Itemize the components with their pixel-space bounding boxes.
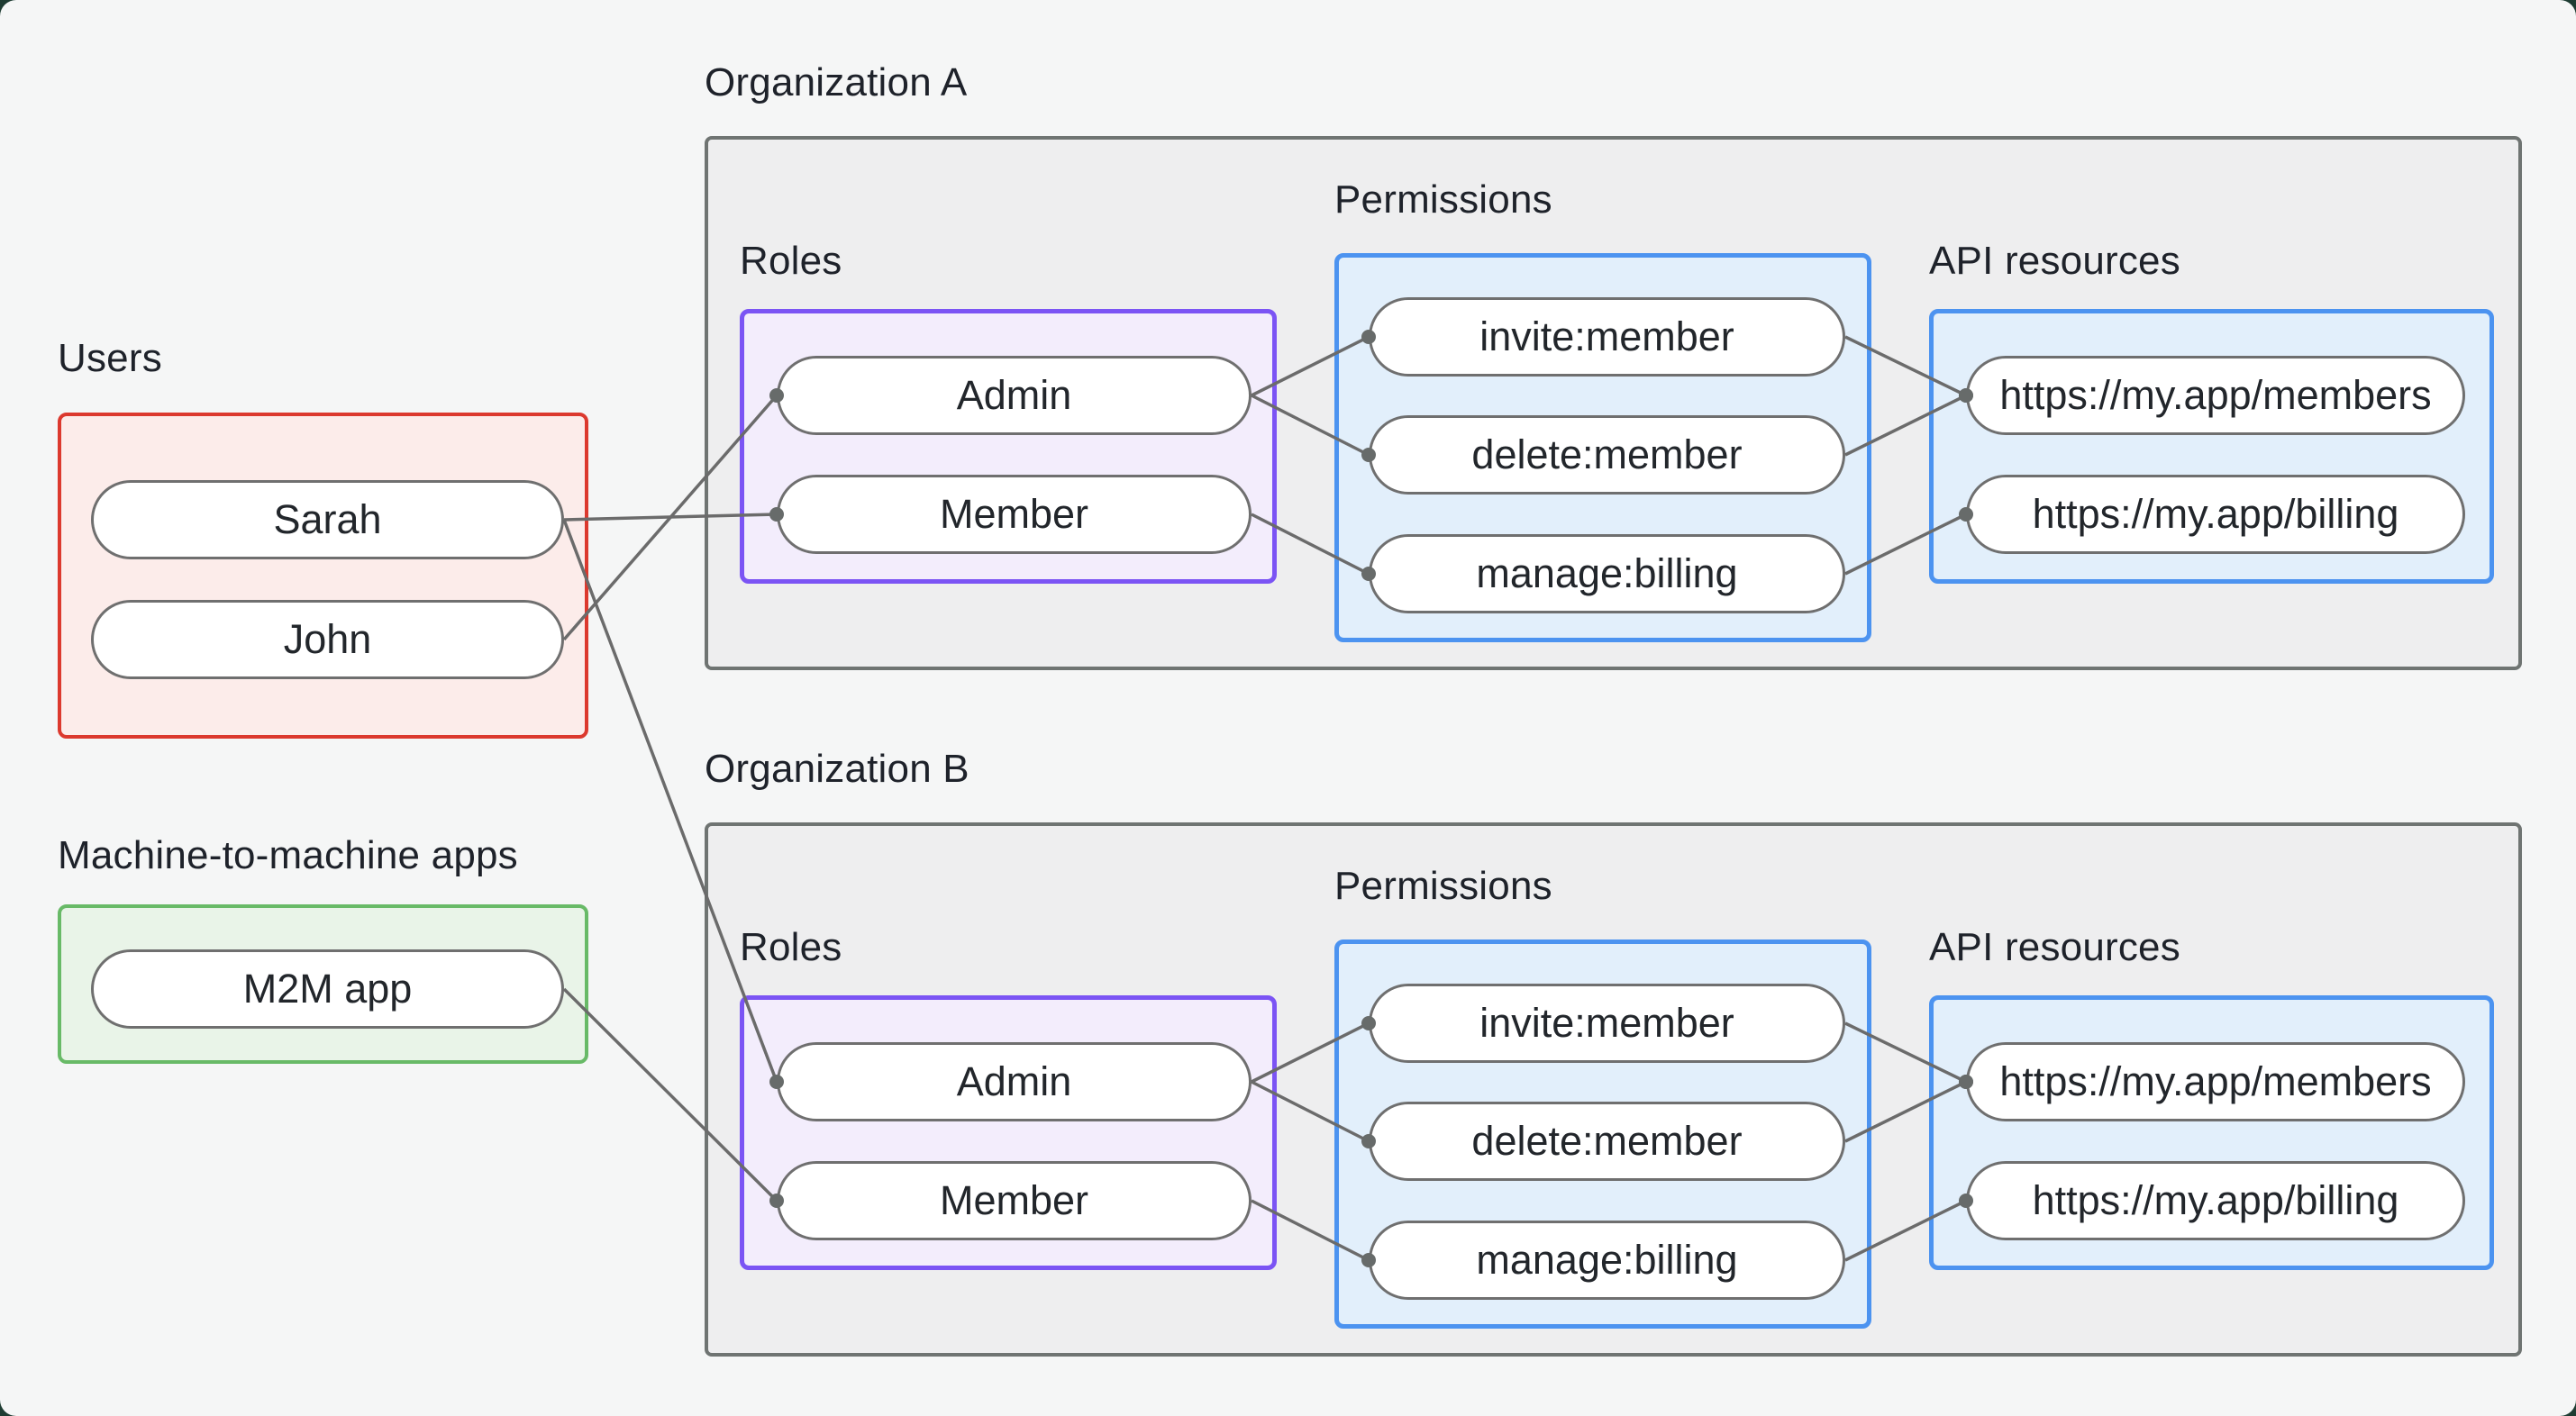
org-a-box: Permissions Roles API resources Admin Me… bbox=[705, 136, 2522, 670]
node-a-role-member-label: Member bbox=[939, 491, 1089, 537]
node-a-perm-manage-label: manage:billing bbox=[1476, 550, 1738, 596]
node-b-perm-invite-label: invite:member bbox=[1479, 1000, 1734, 1046]
org-a-title: Organization A bbox=[705, 60, 968, 104]
org-b-box: Permissions Roles API resources Admin Me… bbox=[705, 822, 2522, 1357]
node-user-sarah: Sarah bbox=[91, 480, 564, 559]
node-b-perm-manage: manage:billing bbox=[1369, 1221, 1845, 1300]
node-b-api-billing-label: https://my.app/billing bbox=[2032, 1177, 2399, 1223]
node-a-perm-manage: manage:billing bbox=[1369, 534, 1845, 613]
node-b-perm-delete-label: delete:member bbox=[1471, 1118, 1743, 1164]
node-a-perm-invite-label: invite:member bbox=[1479, 313, 1734, 359]
node-a-role-admin-label: Admin bbox=[956, 372, 1072, 418]
org-a-api-resources-title: API resources bbox=[1929, 239, 2180, 283]
node-b-perm-invite: invite:member bbox=[1369, 984, 1845, 1063]
node-user-john: John bbox=[91, 600, 564, 679]
node-b-perm-delete: delete:member bbox=[1369, 1102, 1845, 1181]
node-a-api-members-label: https://my.app/members bbox=[1999, 372, 2432, 418]
org-b-permissions-title: Permissions bbox=[1334, 864, 1552, 908]
node-a-perm-delete-label: delete:member bbox=[1471, 431, 1743, 477]
org-a-permissions-box: invite:member delete:member manage:billi… bbox=[1334, 253, 1871, 642]
m2m-section-title: Machine-to-machine apps bbox=[58, 833, 518, 877]
org-b-roles-box: Admin Member bbox=[740, 995, 1277, 1270]
node-b-role-member: Member bbox=[777, 1161, 1252, 1240]
org-a-permissions-title: Permissions bbox=[1334, 177, 1552, 222]
org-a-api-resources-box: https://my.app/members https://my.app/bi… bbox=[1929, 309, 2494, 584]
node-b-api-members: https://my.app/members bbox=[1966, 1042, 2465, 1121]
node-b-role-member-label: Member bbox=[939, 1177, 1089, 1223]
node-b-perm-manage-label: manage:billing bbox=[1476, 1237, 1738, 1283]
node-user-john-label: John bbox=[283, 616, 372, 662]
org-b-permissions-box: invite:member delete:member manage:billi… bbox=[1334, 939, 1871, 1329]
users-section-title: Users bbox=[58, 336, 162, 380]
node-a-role-admin: Admin bbox=[777, 356, 1252, 435]
org-a-roles-box: Admin Member bbox=[740, 309, 1277, 584]
node-b-role-admin-label: Admin bbox=[956, 1058, 1072, 1104]
node-user-sarah-label: Sarah bbox=[273, 496, 382, 542]
org-b-api-resources-box: https://my.app/members https://my.app/bi… bbox=[1929, 995, 2494, 1270]
node-a-perm-invite: invite:member bbox=[1369, 297, 1845, 377]
org-b-api-resources-title: API resources bbox=[1929, 925, 2180, 969]
m2m-group-box: M2M app bbox=[58, 904, 588, 1064]
org-a-roles-title: Roles bbox=[740, 239, 842, 283]
node-b-api-members-label: https://my.app/members bbox=[1999, 1058, 2432, 1104]
node-app-m2m-label: M2M app bbox=[242, 966, 413, 1012]
node-a-api-billing-label: https://my.app/billing bbox=[2032, 491, 2399, 537]
node-a-api-members: https://my.app/members bbox=[1966, 356, 2465, 435]
org-b-title: Organization B bbox=[705, 747, 969, 791]
org-b-roles-title: Roles bbox=[740, 925, 842, 969]
node-b-api-billing: https://my.app/billing bbox=[1966, 1161, 2465, 1240]
node-a-api-billing: https://my.app/billing bbox=[1966, 475, 2465, 554]
node-a-role-member: Member bbox=[777, 475, 1252, 554]
node-b-role-admin: Admin bbox=[777, 1042, 1252, 1121]
node-a-perm-delete: delete:member bbox=[1369, 415, 1845, 495]
users-group-box: Sarah John bbox=[58, 413, 588, 739]
node-app-m2m: M2M app bbox=[91, 949, 564, 1029]
